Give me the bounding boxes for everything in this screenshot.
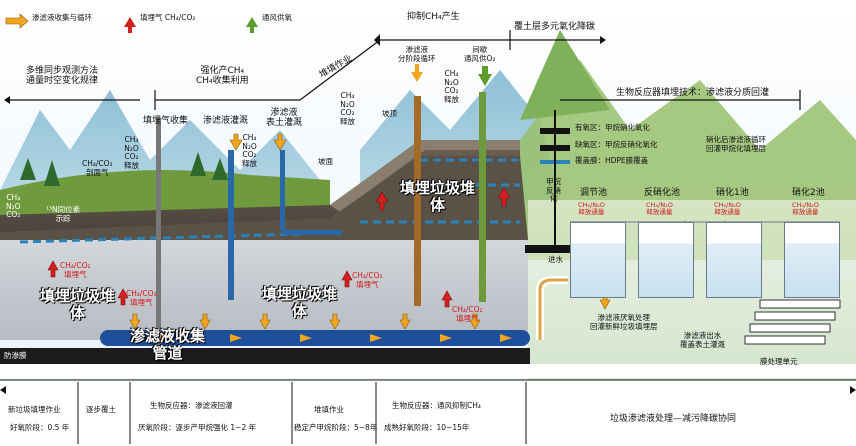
aeration-well <box>479 92 486 302</box>
label-isotope-gas: CH₄ N₂O CO₂ <box>6 193 21 220</box>
tank-release-3: CH₄/N₂O 释放通量 <box>792 201 819 217</box>
label-slope-face: 坡面 <box>318 157 333 166</box>
label-landfill-body-right: 填埋垃圾堆 体 <box>400 179 476 215</box>
leachate-layers <box>19 158 520 244</box>
timeline-4-sub: 成熟好氧阶段：10~15年 <box>384 423 470 432</box>
legend-vent: 通风供氧 <box>262 13 292 22</box>
timeline-0-title: 新垃圾填埋作业 <box>8 405 61 414</box>
label-anoxic-recirc: 渗滤液厌氧处理 回灌新鲜垃圾填埋层 <box>590 313 658 331</box>
label-methane-denitrify: 甲烷 反硝 化 <box>546 177 561 204</box>
label-release-4: CH₄ N₂O CO₂ 释放 <box>444 69 459 104</box>
tank-name-1: 反硝化池 <box>644 188 681 198</box>
legend-leachate: 渗滤液收集与循环 <box>32 13 92 22</box>
timeline-0-sub: 好氧阶段：0.5 年 <box>10 423 70 432</box>
label-release-1: CH₄ N₂O CO₂ 释放 <box>124 135 139 170</box>
label-gas-collect: 填埋气收集 <box>143 116 189 126</box>
label-leachate-pipe: 渗滤液收集 管道 <box>130 327 206 363</box>
tank-name-3: 硝化2池 <box>792 188 825 198</box>
tank-nitrification-2 <box>784 222 840 298</box>
timeline-2-sub: 厌氧阶段：逐步产甲烷强化 1~2 年 <box>138 423 257 432</box>
label-landfill-body-left: 填埋垃圾堆 体 <box>40 287 116 323</box>
cover-layer-diagram <box>525 110 585 253</box>
label-ch4-strengthen: 强化产CH₄ CH₄收集利用 <box>196 66 249 87</box>
label-leachate-irrigate: 渗滤液灌溉 <box>203 116 249 126</box>
label-bioreactor: 生物反应器填埋技术：渗滤液分质回灌 <box>616 88 770 98</box>
irrigation-well <box>228 150 234 300</box>
label-gas-d: CH₄/CO₂ 填埋气 <box>452 305 483 323</box>
hill-peak <box>520 30 610 120</box>
gas-arrows <box>47 187 511 308</box>
tank-release-0: CH₄/N₂O 释放通量 <box>578 201 605 217</box>
legend-gas: 填埋气 CH₄/CO₂ <box>140 13 196 22</box>
tank-name-0: 调节池 <box>580 188 608 198</box>
label-inflow: 进水 <box>548 255 563 264</box>
legend-icons <box>5 13 258 33</box>
tank-release-2: CH₄/N₂O 释放通量 <box>714 201 741 217</box>
mountain-left <box>0 90 320 200</box>
timeline-dividers <box>0 379 856 444</box>
label-staged-recirc: 渗滤液 分阶段循环 <box>398 45 436 63</box>
staged-recirc-well <box>414 96 421 306</box>
timeline-2-title: 生物反应器：渗滤液回灌 <box>150 401 233 410</box>
label-release-3: CH₄ N₂O CO₂ 释放 <box>340 91 355 126</box>
label-slope-top: 坡顶 <box>382 109 397 118</box>
label-cover-film: 覆盖膜：HDPE膜覆盖 <box>575 156 649 165</box>
label-effluent: 渗滤液出水 覆盖表土灌溉 <box>680 331 725 349</box>
leachate-pipe <box>100 330 530 346</box>
label-suppress-ch4: 抑制CH₄产生 <box>407 12 460 22</box>
timeline-3-sub: 稳定产甲烷阶段：5~8年 <box>294 423 378 432</box>
label-aerobic-zone: 有氧区：甲烷硝化氧化 <box>575 123 650 132</box>
label-chamber: CH₄/CO₂ 剖面气 <box>82 159 113 177</box>
tank-denitrification <box>638 222 694 298</box>
label-membrane-unit: 膜处理单元 <box>760 357 798 366</box>
timeline-5-title: 垃圾渗滤液处理—减污降碳协同 <box>610 414 737 424</box>
tank-regulation <box>570 222 626 298</box>
timeline-4-title: 生物反应器：通风抑制CH₄ <box>392 401 481 410</box>
liner-membrane <box>0 348 530 364</box>
timeline-3-title: 堆填作业 <box>314 405 344 414</box>
label-release-2: CH₄ N₂O CO₂ 释放 <box>242 133 257 168</box>
membrane-unit-shape <box>744 299 841 345</box>
label-anoxic-zone: 缺氧区：甲烷反硝化氧化 <box>575 140 658 149</box>
label-cover-oxidation: 覆土层多元氧化降碳 <box>514 22 596 32</box>
label-gas-a: CH₄/CO₂ 填埋气 <box>60 261 91 279</box>
pipe-flow-arrows <box>160 334 512 342</box>
tank-name-2: 硝化1池 <box>716 188 749 198</box>
label-monitoring: 多维同步观测方法 通量时空变化规律 <box>26 66 99 87</box>
label-isotope: ¹³N同位素 示踪 <box>46 205 81 223</box>
label-recirc-after-nitrify: 硝化后渗滤液循环 回灌甲烷化填埋层 <box>706 135 766 153</box>
label-gas-b: CH₄/CO₂ 填埋气 <box>126 289 157 307</box>
timeline-1-title: 逐步覆土 <box>86 405 116 414</box>
label-gas-c: CH₄/CO₂ 填埋气 <box>352 271 383 289</box>
vent-arrow <box>478 66 492 86</box>
label-landfill-body-mid: 填埋垃圾堆 体 <box>262 285 338 321</box>
tank-nitrification-1 <box>706 222 762 298</box>
label-intermittent-air: 间歇 通风供O₂ <box>464 45 496 63</box>
tank-release-1: CH₄/N₂O 释放通量 <box>646 201 673 217</box>
label-surface-irrigate: 渗滤液 表土灌溉 <box>266 108 303 129</box>
label-liner: 防渗膜 <box>4 351 27 360</box>
trees <box>20 152 228 186</box>
